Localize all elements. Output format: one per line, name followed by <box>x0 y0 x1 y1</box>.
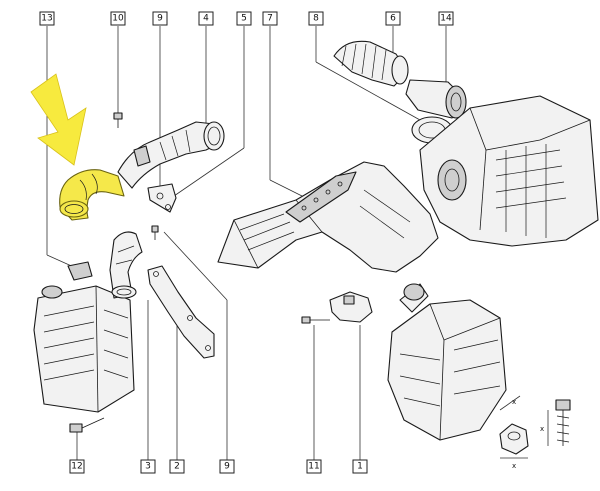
part-3-short-hose <box>109 231 143 299</box>
dimension-label-top: x <box>512 398 516 406</box>
part-7-intake-duct <box>217 161 439 273</box>
callout-11: 11 <box>306 459 322 474</box>
part-1-sensor <box>329 291 373 323</box>
leader-5b <box>173 147 245 197</box>
callout-4: 4 <box>198 11 214 26</box>
intercooler <box>33 285 135 413</box>
svg-text:12: 12 <box>71 462 82 472</box>
part-6-corrugated-hose <box>333 40 409 87</box>
svg-text:1: 1 <box>357 462 363 472</box>
part-4-hose <box>117 121 225 189</box>
callout-9-top: 9 <box>152 11 168 26</box>
part-14-sleeve <box>405 79 467 119</box>
callout-7: 7 <box>262 11 278 26</box>
part-10-screw <box>113 112 123 128</box>
part-12-bolt <box>69 417 105 433</box>
callout-9-bottom: 9 <box>219 459 235 474</box>
callout-13: 13 <box>39 11 55 26</box>
svg-text:7: 7 <box>267 14 273 24</box>
callout-10: 10 <box>110 11 126 26</box>
callout-12: 12 <box>69 459 85 474</box>
svg-text:3: 3 <box>145 462 151 472</box>
leader-9-bottom-b <box>163 231 228 301</box>
leader-8b <box>315 61 421 121</box>
part-2-bracket <box>147 265 215 359</box>
svg-text:13: 13 <box>41 14 52 24</box>
part-13-clamp <box>67 261 93 281</box>
svg-text:10: 10 <box>112 14 124 24</box>
svg-text:9: 9 <box>157 14 163 24</box>
dimension-label-bottom: x <box>512 462 516 470</box>
svg-text:11: 11 <box>308 462 319 472</box>
svg-text:4: 4 <box>203 14 209 24</box>
leader-lines <box>46 26 447 460</box>
dimension-label-side: x <box>540 425 544 433</box>
dimension-arrow-top <box>499 395 521 411</box>
svg-text:9: 9 <box>224 462 230 472</box>
part-9-bracket-top <box>147 183 177 213</box>
part-13-elbow-hose <box>59 169 125 221</box>
callout-6: 6 <box>385 11 401 26</box>
callout-2: 2 <box>169 459 185 474</box>
svg-text:14: 14 <box>440 14 452 24</box>
fastener-detail-inset: x x x <box>499 395 571 470</box>
part-11-bolt <box>301 316 330 324</box>
svg-text:6: 6 <box>390 14 396 24</box>
callout-boxes: 13 10 9 4 5 7 8 6 14 12 3 2 9 11 1 <box>39 11 454 474</box>
air-filter-housing <box>387 283 507 441</box>
indicator-arrow <box>30 73 87 166</box>
svg-text:2: 2 <box>174 462 180 472</box>
svg-text:5: 5 <box>241 14 247 24</box>
callout-5: 5 <box>236 11 252 26</box>
callout-1: 1 <box>352 459 368 474</box>
callout-3: 3 <box>140 459 156 474</box>
engine-block <box>419 95 599 247</box>
part-5-bolt <box>151 225 159 240</box>
callout-14: 14 <box>438 11 454 26</box>
callout-8: 8 <box>308 11 324 26</box>
svg-text:8: 8 <box>313 14 319 24</box>
